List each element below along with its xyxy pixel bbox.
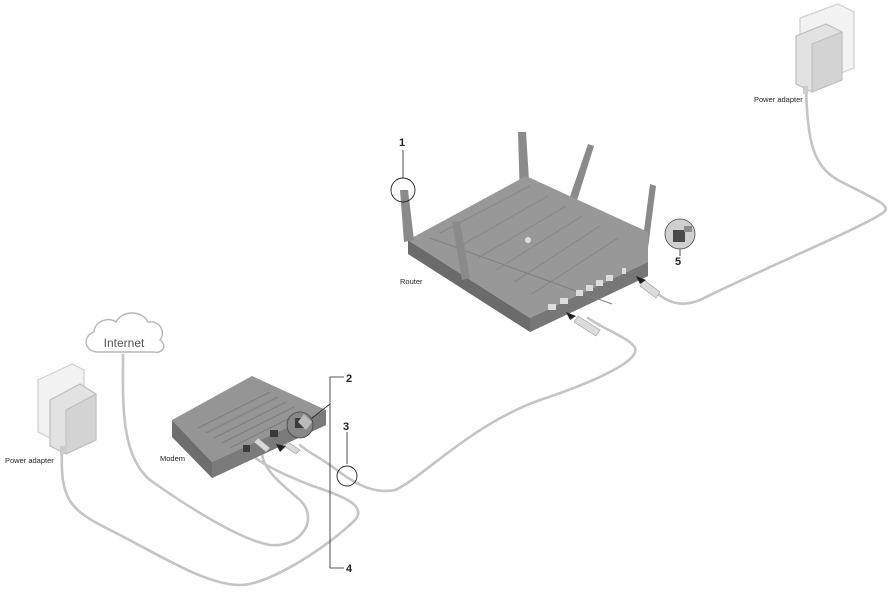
power-adapter-left-icon [37, 363, 97, 455]
callout-1-circle [390, 177, 416, 203]
power-adapter-right-label: Power adapter [754, 95, 803, 104]
arrow-modem-port-icon [276, 444, 286, 452]
router-label: Router [400, 277, 423, 286]
callout-2: 2 [346, 373, 352, 385]
power-adapter-left-label: Power adapter [5, 456, 54, 465]
internet-label: Internet [104, 336, 145, 350]
callout-3-circle [336, 465, 358, 487]
callout-1: 1 [399, 137, 405, 149]
callout-4: 4 [346, 563, 353, 575]
ethernet-cable [298, 316, 637, 493]
power-adapter-right-icon [795, 3, 855, 94]
internet-cable [121, 353, 310, 547]
router-power-cable [653, 88, 887, 305]
internet-cloud-icon: Internet [85, 312, 165, 354]
arrow-router-power-icon [636, 276, 646, 284]
callout-3: 3 [343, 421, 349, 433]
modem-label: Modem [160, 454, 185, 463]
modem-icon [172, 376, 326, 478]
arrow-router-ethernet-icon [566, 312, 576, 320]
router-icon [400, 132, 696, 337]
modem-power-cable [60, 448, 360, 587]
callout-5: 5 [675, 256, 681, 268]
